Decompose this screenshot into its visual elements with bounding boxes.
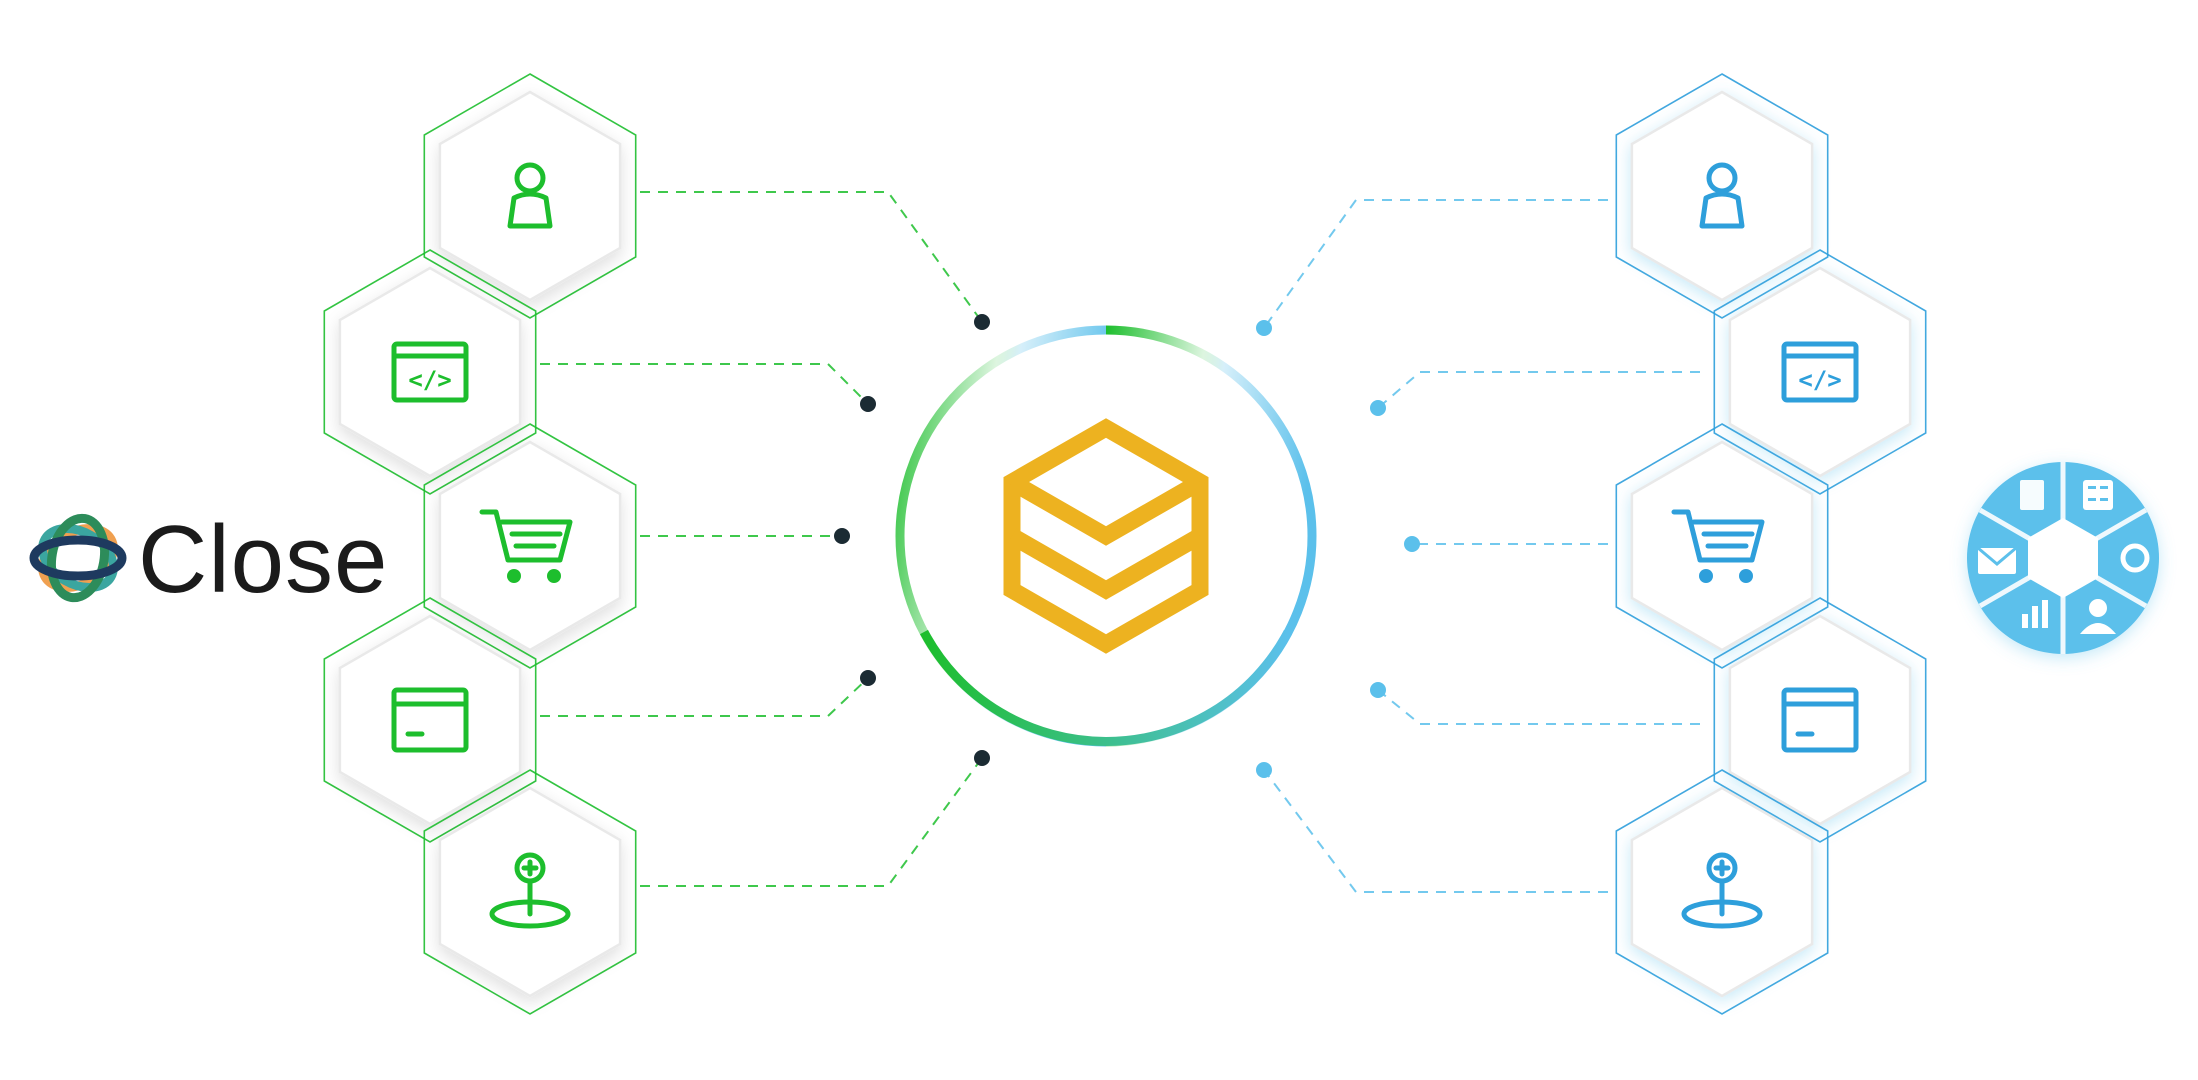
left-dot-4 bbox=[860, 670, 876, 686]
right-connector-dots bbox=[1256, 320, 1420, 778]
close-brand-logo: Close bbox=[29, 506, 388, 613]
left-hex-node-1 bbox=[423, 73, 637, 319]
left-hex-node-2: </> bbox=[323, 249, 537, 495]
contact-person-icon bbox=[1699, 162, 1745, 229]
left-hex-node-4 bbox=[323, 597, 537, 843]
location-pin-icon bbox=[1681, 852, 1763, 929]
left-connector-4 bbox=[540, 677, 869, 717]
code-window-icon: </> bbox=[1781, 341, 1859, 403]
left-dot-3 bbox=[834, 528, 850, 544]
right-dot-1 bbox=[1256, 320, 1272, 336]
right-connector-2 bbox=[1377, 371, 1700, 409]
left-dot-5 bbox=[974, 750, 990, 766]
right-hex-node-4 bbox=[1713, 597, 1927, 843]
right-hex-node-2: </> bbox=[1713, 249, 1927, 495]
location-pin-icon bbox=[489, 852, 571, 929]
left-connectors bbox=[540, 191, 983, 887]
hub-ring-bottom bbox=[920, 629, 1292, 746]
right-dot-4 bbox=[1370, 682, 1386, 698]
central-hub bbox=[895, 325, 1317, 747]
left-hex-node-3 bbox=[423, 423, 637, 669]
right-connector-4 bbox=[1377, 689, 1700, 725]
payment-card-icon bbox=[391, 687, 469, 753]
left-connector-5 bbox=[640, 757, 983, 887]
left-connector-2 bbox=[540, 363, 869, 405]
stacked-layers-icon bbox=[1003, 418, 1209, 654]
right-dot-2 bbox=[1370, 400, 1386, 416]
right-connector-1 bbox=[1263, 199, 1608, 329]
left-connector-1 bbox=[640, 191, 983, 323]
shopping-cart-icon bbox=[1671, 509, 1765, 583]
business-apps-wheel-icon bbox=[1967, 462, 2159, 654]
right-hex-column: </> bbox=[1615, 73, 1927, 1015]
right-connector-5 bbox=[1263, 769, 1608, 893]
right-connectors bbox=[1263, 199, 1700, 893]
left-dot-1 bbox=[974, 314, 990, 330]
payment-card-icon bbox=[1781, 687, 1859, 753]
svg-text:</>: </> bbox=[408, 366, 451, 394]
left-dot-2 bbox=[860, 396, 876, 412]
left-hex-column: </> bbox=[323, 73, 637, 1015]
right-hex-node-1 bbox=[1615, 73, 1829, 319]
close-brand-name: Close bbox=[138, 506, 388, 613]
right-hex-node-5 bbox=[1615, 769, 1829, 1015]
right-hex-node-3 bbox=[1615, 423, 1829, 669]
close-ring-logo-icon bbox=[29, 513, 127, 603]
svg-text:</>: </> bbox=[1798, 366, 1841, 394]
right-dot-5 bbox=[1256, 762, 1272, 778]
contact-person-icon bbox=[507, 162, 553, 229]
left-connector-dots bbox=[834, 314, 990, 766]
right-dot-3 bbox=[1404, 536, 1420, 552]
code-window-icon: </> bbox=[391, 341, 469, 403]
left-hex-node-5 bbox=[423, 769, 637, 1015]
shopping-cart-icon bbox=[479, 509, 573, 583]
